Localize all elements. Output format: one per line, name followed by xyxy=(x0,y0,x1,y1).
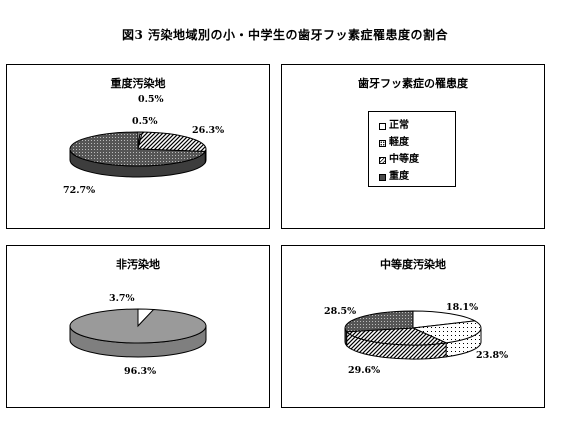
pie-slice-2 xyxy=(137,131,207,152)
legend-label-mild: 軽度 xyxy=(389,137,409,148)
pie-slice-1 xyxy=(69,308,207,344)
legend-swatch-normal xyxy=(379,122,386,130)
pie-chart-moderate: 18.1% 23.8% 29.6% 28.5% xyxy=(324,302,508,376)
chart-title-moderate: 中等度汚染地 xyxy=(380,258,446,271)
pie-body xyxy=(344,310,482,360)
legend-label-normal: 正常 xyxy=(389,120,409,131)
pie-slice-3 xyxy=(344,310,414,333)
legend-title: 歯牙フッ素症の罹患度 xyxy=(358,77,468,90)
legend-label-moderate: 中等度 xyxy=(389,154,419,165)
legend-item-severe: 重度 xyxy=(379,171,409,183)
data-label-1: 23.8% xyxy=(476,350,508,361)
data-label-0: 0.5% xyxy=(138,94,164,105)
pie-slice-1 xyxy=(411,320,482,344)
legend-item-normal: 正常 xyxy=(379,120,409,132)
data-label-1: 0.5% xyxy=(132,116,158,127)
pie-slice-2 xyxy=(345,327,448,346)
legend-swatch-moderate xyxy=(379,156,386,164)
pie-slice-0 xyxy=(412,310,477,329)
pie-chart-heavy: 0.5% 0.5% 26.3% 72.7% xyxy=(63,94,224,196)
pie-chart-none: 3.7% 96.3% xyxy=(69,293,207,377)
data-label-0: 3.7% xyxy=(109,293,135,304)
pie-slice-3 xyxy=(69,131,207,167)
legend-item-mild: 軽度 xyxy=(379,137,409,149)
page-title: 図3 汚染地域別の小・中学生の歯牙フッ素症罹患度の割合 xyxy=(121,28,449,42)
pie-body xyxy=(69,131,207,178)
data-label-2: 26.3% xyxy=(192,125,224,136)
legend-label-severe: 重度 xyxy=(389,171,409,182)
legend-item-moderate: 中等度 xyxy=(379,154,419,166)
legend-swatch-severe xyxy=(379,173,386,181)
pie-body xyxy=(69,308,207,358)
chart-panel-heavy: 0.5% 0.5% 26.3% 72.7% 重度汚染地 xyxy=(6,64,270,229)
chart-panel-moderate: 18.1% 23.8% 29.6% 28.5% 中等度汚染地 xyxy=(281,245,545,408)
data-label-3: 72.7% xyxy=(63,185,95,196)
legend-swatch-mild xyxy=(379,139,386,147)
legend-panel: 歯牙フッ素症の罹患度 正常 軽度 中等度 重度 xyxy=(281,64,545,229)
data-label-1: 96.3% xyxy=(124,366,156,377)
data-label-3: 28.5% xyxy=(324,306,356,317)
legend-box: 正常 軽度 中等度 重度 xyxy=(368,111,456,187)
chart-title-none: 非汚染地 xyxy=(116,258,160,271)
data-label-0: 18.1% xyxy=(446,302,478,313)
chart-title-heavy: 重度汚染地 xyxy=(110,77,166,90)
chart-panel-none: 3.7% 96.3% 非汚染地 xyxy=(6,245,270,408)
data-label-2: 29.6% xyxy=(348,365,380,376)
